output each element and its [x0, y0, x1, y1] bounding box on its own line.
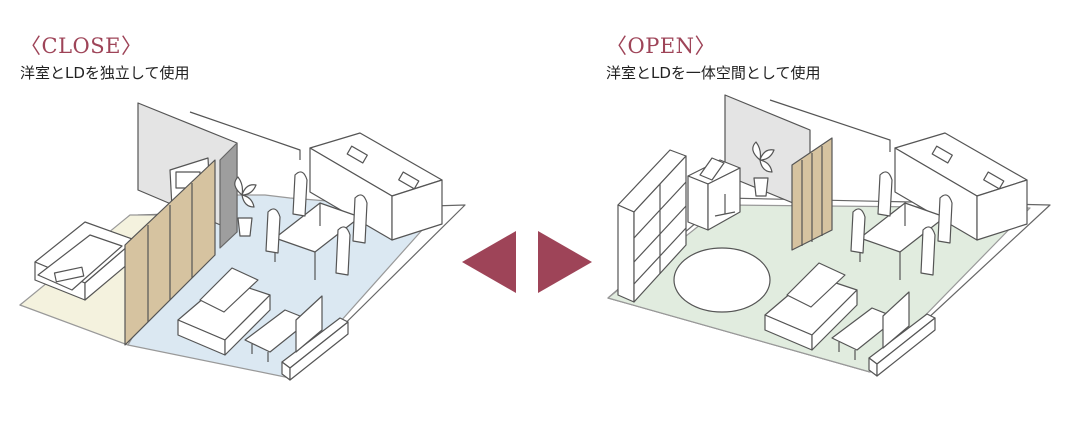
open-tv-bench: [868, 291, 936, 377]
close-dining-set: [265, 171, 368, 280]
open-wall-top: [769, 99, 891, 152]
close-back-wall-dark: [219, 142, 238, 249]
close-plant: [234, 176, 257, 237]
close-tv-bench: [281, 295, 349, 381]
open-folded-partition: [791, 137, 833, 251]
close-subtitle: 洋室とLDを独立して使用: [20, 64, 190, 82]
open-plant: [752, 141, 775, 197]
close-sofa: [177, 267, 271, 356]
close-title: 〈CLOSE〉: [20, 34, 143, 58]
close-kitchen-counter: [309, 132, 443, 241]
triangle-left-icon[interactable]: [462, 231, 516, 293]
close-wall-top: [189, 111, 301, 160]
open-subtitle: 洋室とLDを一体空間として使用: [606, 64, 821, 82]
open-round-rug: [673, 247, 771, 313]
close-partition: [124, 159, 216, 346]
open-room-illustration: [607, 94, 1051, 377]
open-sofa: [764, 262, 858, 351]
close-bed: [34, 221, 136, 301]
open-title: 〈OPEN〉: [606, 34, 717, 58]
triangle-right-icon[interactable]: [538, 231, 592, 293]
open-bookshelf: [617, 149, 687, 303]
close-room-illustration: [19, 102, 466, 381]
open-kitchen-counter: [894, 132, 1028, 241]
open-dining-set: [850, 171, 953, 280]
open-desk: [687, 157, 741, 231]
